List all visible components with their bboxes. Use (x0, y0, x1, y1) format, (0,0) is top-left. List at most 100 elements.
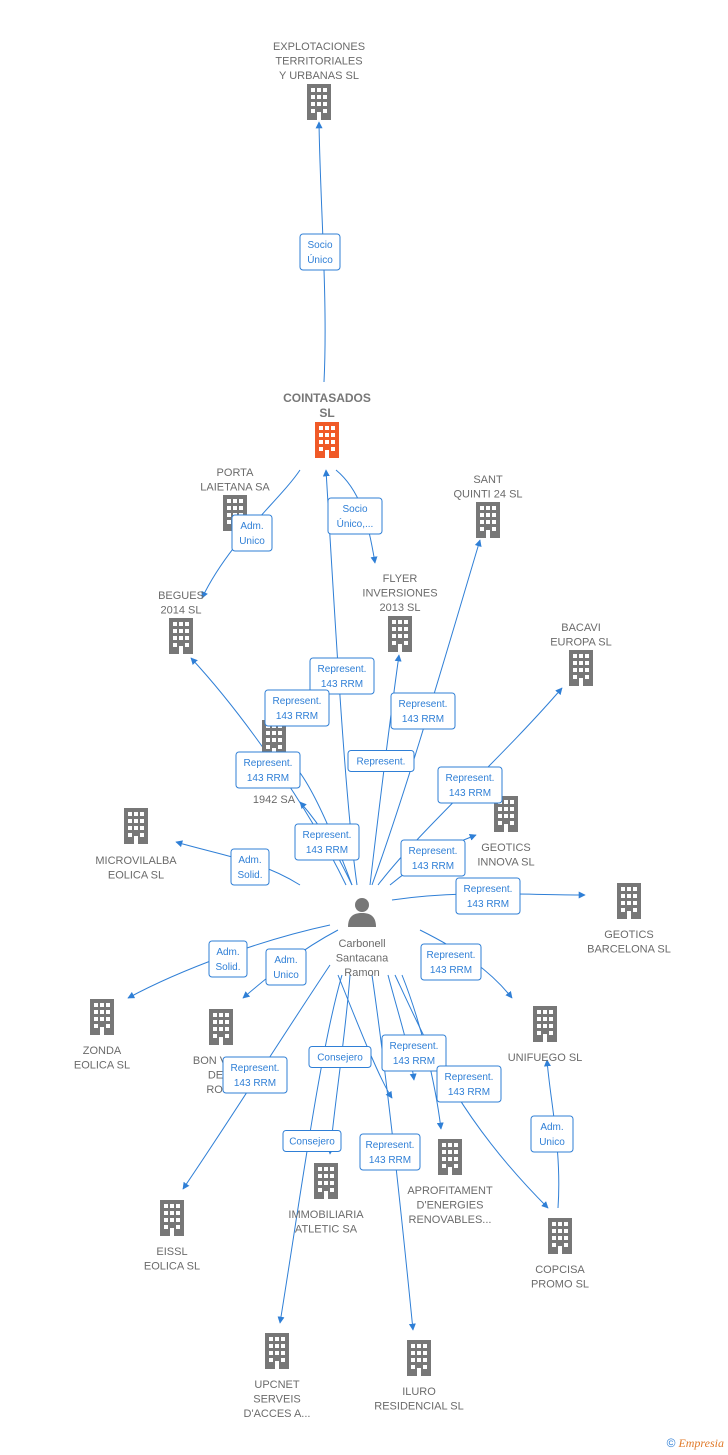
relation-badge-e3[interactable]: SocioÚnico,... (327, 497, 383, 535)
relation-label: Unico (273, 970, 299, 981)
relation-badge-box (264, 689, 330, 727)
relation-label: 143 RRM (234, 1078, 276, 1089)
relation-badge-e4[interactable]: Represent.143 RRM (309, 657, 375, 695)
relation-badge-e22[interactable]: Adm.Unico (530, 1115, 574, 1153)
node-label: GEOTICS (604, 929, 654, 941)
relation-badge-e7[interactable]: Represent. (347, 750, 415, 772)
person-icon (348, 898, 376, 927)
node-geotics_bcn[interactable]: GEOTICS BARCELONA SL (587, 883, 671, 956)
node-label: APROFITAMENT (407, 1185, 493, 1197)
relation-badge-e8[interactable]: Represent. 143 RRM (390, 692, 456, 730)
relation-badge-box (420, 943, 482, 981)
relation-badge-e21[interactable]: Represent.143 RRM (436, 1065, 502, 1103)
relation-label: 143 RRM (321, 679, 363, 690)
building-icon (438, 1139, 462, 1175)
relation-label: 143 RRM (449, 788, 491, 799)
building-icon (314, 1163, 338, 1199)
node-unifuego[interactable]: UNIFUEGO SL (508, 1006, 583, 1064)
relation-badge-e19[interactable]: Represent. 143 RRM (222, 1056, 288, 1094)
relation-label: Represent. (231, 1063, 280, 1074)
relation-badge-e15[interactable]: Adm. Unico (265, 948, 307, 986)
relation-badge-box (327, 497, 383, 535)
relation-label: Represent. (273, 696, 322, 707)
node-label: SL (319, 406, 334, 420)
relation-label: 143 RRM (276, 711, 318, 722)
relation-badge-e20[interactable]: Consejero (282, 1130, 342, 1152)
relation-badge-e13[interactable]: Represent.143 RRM (455, 877, 521, 915)
relation-badge-box (400, 839, 466, 877)
node-label: Santacana (336, 953, 389, 965)
relation-badge-e17[interactable]: Consejero (308, 1046, 372, 1068)
relation-badge-e11[interactable]: Represent. 143 RRM (400, 839, 466, 877)
relation-label: Represent. (399, 699, 448, 710)
node-label: GEOTICS (481, 842, 531, 854)
relation-badge-e23[interactable]: Represent.143 RRM (359, 1133, 421, 1171)
relation-badge-e10[interactable]: Represent.143 RRM (294, 823, 360, 861)
relation-badge-box (299, 233, 341, 271)
relation-label: Unico (539, 1137, 565, 1148)
relation-label: Socio (342, 504, 367, 515)
node-label: EXPLOTACIONES (273, 41, 365, 53)
relation-badge-e18[interactable]: Represent.143 RRM (381, 1034, 447, 1072)
relation-badge-e5[interactable]: Represent. 143 RRM (264, 689, 330, 727)
relation-badge-box (294, 823, 360, 861)
relation-label: 143 RRM (412, 861, 454, 872)
relation-label: Socio (307, 240, 332, 251)
node-label: RENOVABLES... (409, 1214, 492, 1226)
relation-badge-box (347, 750, 415, 772)
relation-label: Represent. (303, 830, 352, 841)
relation-label: Único,... (337, 517, 374, 530)
node-aprofitament[interactable]: APROFITAMENT D'ENERGIES RENOVABLES... (407, 1139, 493, 1226)
relation-label: Represent. (390, 1041, 439, 1052)
relation-label: Unico (239, 536, 265, 547)
relation-badge-box (231, 514, 273, 552)
node-label: BACAVI (561, 622, 601, 634)
relation-label: 143 RRM (402, 714, 444, 725)
relation-label: Adm. (274, 955, 297, 966)
node-label: BEGUES (158, 590, 204, 602)
node-label: SERVEIS (253, 1394, 301, 1406)
building-icon (569, 650, 593, 686)
node-label: BARCELONA SL (587, 944, 671, 956)
relation-label: Solid. (215, 962, 240, 973)
node-label: EOLICA SL (108, 870, 164, 882)
node-label: Y URBANAS SL (279, 70, 359, 82)
relation-badge-e9[interactable]: Represent.143 RRM (437, 766, 503, 804)
relation-badge-box (235, 751, 301, 789)
node-label: INVERSIONES (362, 588, 437, 600)
building-icon (407, 1340, 431, 1376)
relation-badge-e2[interactable]: Adm.Unico (231, 514, 273, 552)
relation-badge-e16[interactable]: Represent.143 RRM (420, 943, 482, 981)
building-icon (265, 1333, 289, 1369)
relation-badge-e14[interactable]: Adm.Solid. (208, 940, 248, 978)
node-label: ZONDA (83, 1045, 122, 1057)
brand-logo[interactable]: Empresia (678, 1436, 724, 1450)
building-icon (209, 1009, 233, 1045)
relation-label: 143 RRM (369, 1155, 411, 1166)
node-label: SANT (473, 474, 503, 486)
node-label: D'ENERGIES (417, 1200, 484, 1212)
relation-label: Represent. (409, 846, 458, 857)
relation-badge-box (208, 940, 248, 978)
relation-label: Consejero (289, 1137, 335, 1148)
relation-badge-e6[interactable]: Represent.143 RRM (235, 751, 301, 789)
relation-badge-e12[interactable]: Adm.Solid. (230, 848, 270, 886)
building-icon (533, 1006, 557, 1042)
